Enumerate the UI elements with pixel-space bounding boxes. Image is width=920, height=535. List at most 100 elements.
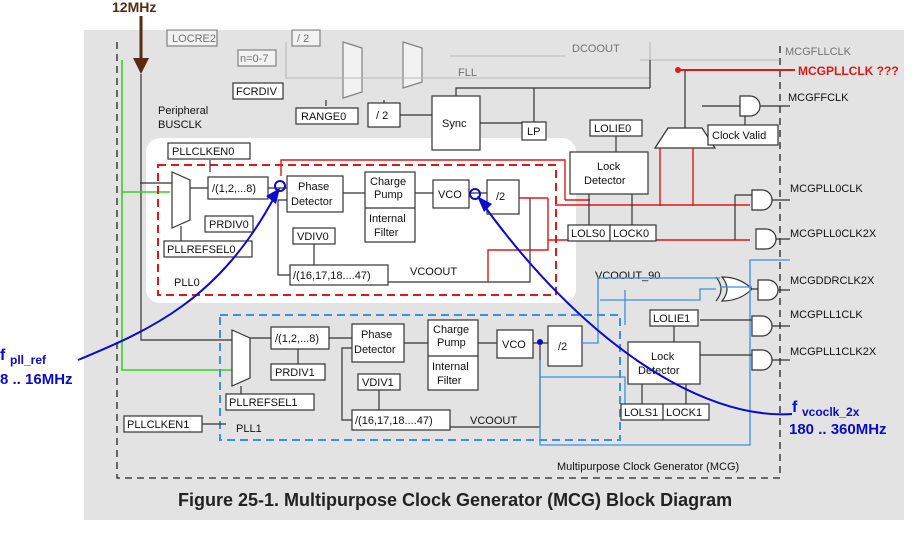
div2-top-label: / 2 [297, 33, 309, 45]
lock0-label: LOCK0 [613, 228, 649, 240]
pll1-blue-signals [539, 259, 790, 446]
lolie1-label: LOLIE1 [653, 313, 690, 325]
filter1-label-b: Filter [437, 375, 462, 387]
clock-valid-box [707, 124, 779, 146]
pllclken1-label: PLLCLKEN1 [127, 419, 189, 431]
lolie0-label: LOLIE0 [594, 123, 631, 135]
and-gate-ffclk [739, 95, 761, 117]
mcgpll1clk-output: MCGPLL1CLK [790, 309, 863, 321]
vcoout1-label: VCOOUT [470, 415, 517, 427]
div2b-box [486, 179, 520, 215]
range0-label: RANGE0 [301, 111, 346, 123]
mcgpll0clk2x-output: MCGPLL0CLK2X [790, 228, 877, 240]
vcoout90-label: VCOOUT_90 [595, 270, 660, 282]
busclk-label: BUSCLK [158, 119, 203, 131]
lock-detector0-box [569, 151, 649, 195]
mcg-caption: Multipurpose Clock Generator (MCG) [557, 461, 739, 473]
vco1-label: VCO [502, 339, 526, 351]
sync-label: Sync [442, 118, 467, 130]
pll0-mux [171, 171, 191, 229]
pllrefsel1-box [225, 393, 315, 411]
charge-pump1-label-a: Charge [433, 324, 469, 336]
pllrefsel0-label: PLLREFSEL0 [167, 244, 235, 256]
filter1-label-a: Internal [432, 361, 469, 373]
fll-label: FLL [458, 67, 477, 79]
mcgpllclk-annotation: MCGPLLCLK ??? [798, 64, 899, 78]
pll0-boundary [157, 164, 557, 296]
lock-detector0-label-a: Lock [597, 161, 621, 173]
phase-detector0-label-b: Detector [291, 196, 333, 208]
mcgpll1clk2x-output: MCGPLL1CLK2X [790, 346, 877, 358]
pll0-label: PLL0 [174, 277, 200, 289]
vcoout0-label: VCOOUT [410, 266, 457, 278]
mcgfllclk-label: MCGFLLCLK [785, 46, 852, 58]
clock-valid-label: Clock Valid [712, 130, 766, 142]
vco-probe0 [469, 188, 481, 200]
vdiv-range0-label: /(16,17,18....47) [293, 270, 371, 282]
vco-probe1 [537, 339, 543, 345]
vco0-label: VCO [438, 189, 462, 201]
filter0-label-a: Internal [369, 213, 406, 225]
prdiv0-box [204, 215, 254, 233]
and-gate-pll0clk [751, 189, 773, 211]
lols0-label: LOLS0 [571, 228, 605, 240]
charge-pump0-box [364, 171, 416, 243]
div2c-label: /2 [558, 341, 567, 353]
prediv1-label: /(1,2,...8) [275, 333, 319, 345]
fcrdiv-label: FCRDIV [236, 86, 278, 98]
vdiv1-label: VDIV1 [362, 377, 394, 389]
mcgffclk-output: MCGFFCLK [788, 92, 849, 104]
sync-box [431, 95, 481, 151]
faded-top-area: LOCRE2 n=0-7 / 2 FLL DCOOUT MCGFLLCLK [166, 29, 852, 99]
vco-annotation-arrowhead [477, 196, 492, 212]
lols1-label: LOLS1 [624, 407, 658, 419]
charge-pump1-box [427, 319, 479, 391]
fvco-range: 180 .. 360MHz [789, 421, 887, 438]
charge-pump0-label-b: Pump [374, 189, 403, 201]
fvco-symbol: f [792, 399, 798, 416]
figure-title: Figure 25-1. Multipurpose Clock Generato… [178, 490, 732, 510]
pll1-mux [231, 329, 251, 387]
dcoout-label: DCOOUT [572, 43, 620, 55]
fvco-subscript: vcoclk_2x [802, 405, 860, 419]
lock1-label: LOCK1 [666, 407, 702, 419]
phase-detector0-box [286, 175, 344, 213]
phase-detector1-label-a: Phase [361, 329, 392, 341]
filter0-label-b: Filter [374, 227, 399, 239]
pllclken0-label: PLLCLKEN0 [172, 146, 234, 158]
prediv0-label: /(1,2,...8) [212, 183, 256, 195]
locre2-label: LOCRE2 [172, 33, 216, 45]
pll-ref-annotation-arrowhead [266, 188, 280, 204]
pll1-label: PLL1 [236, 423, 262, 435]
pll-ref-annotation-curve [77, 193, 277, 361]
fpll-ref-subscript: pll_ref [10, 353, 47, 367]
vco1-box [496, 329, 534, 359]
vco0-box [432, 179, 470, 209]
charge-pump0-label-a: Charge [370, 176, 406, 188]
div2b-label: /2 [496, 191, 505, 203]
range0-box [295, 107, 359, 125]
lp-label: LP [527, 126, 540, 138]
n07-label: n=0-7 [240, 53, 268, 65]
mcgpll0clk-output: MCGPLL0CLK [790, 183, 863, 195]
phase-detector1-label-b: Detector [354, 344, 396, 356]
top-wires [325, 87, 650, 116]
mcg-boundary [116, 42, 781, 479]
clock-12mhz-arrowhead [133, 58, 149, 74]
vco-annotation-curve [479, 199, 793, 416]
lock-detector0-label-b: Detector [584, 175, 626, 187]
phase-detector1-box [351, 323, 405, 363]
clock-12mhz-label: 12MHz [112, 0, 156, 15]
pllclken0-box [167, 142, 251, 160]
clock-mux [653, 127, 717, 149]
charge-pump1-label-b: Pump [437, 337, 466, 349]
and-gate-pll0clk2x [755, 228, 777, 250]
mcgddrclk2x-output: MCGDDRCLK2X [790, 275, 875, 287]
clock-input-wire [140, 74, 220, 341]
peripheral-label: Peripheral [158, 105, 208, 117]
div2c-box [547, 325, 583, 367]
phase-detector0-label-a: Phase [298, 181, 329, 193]
lock0-box [609, 224, 657, 242]
